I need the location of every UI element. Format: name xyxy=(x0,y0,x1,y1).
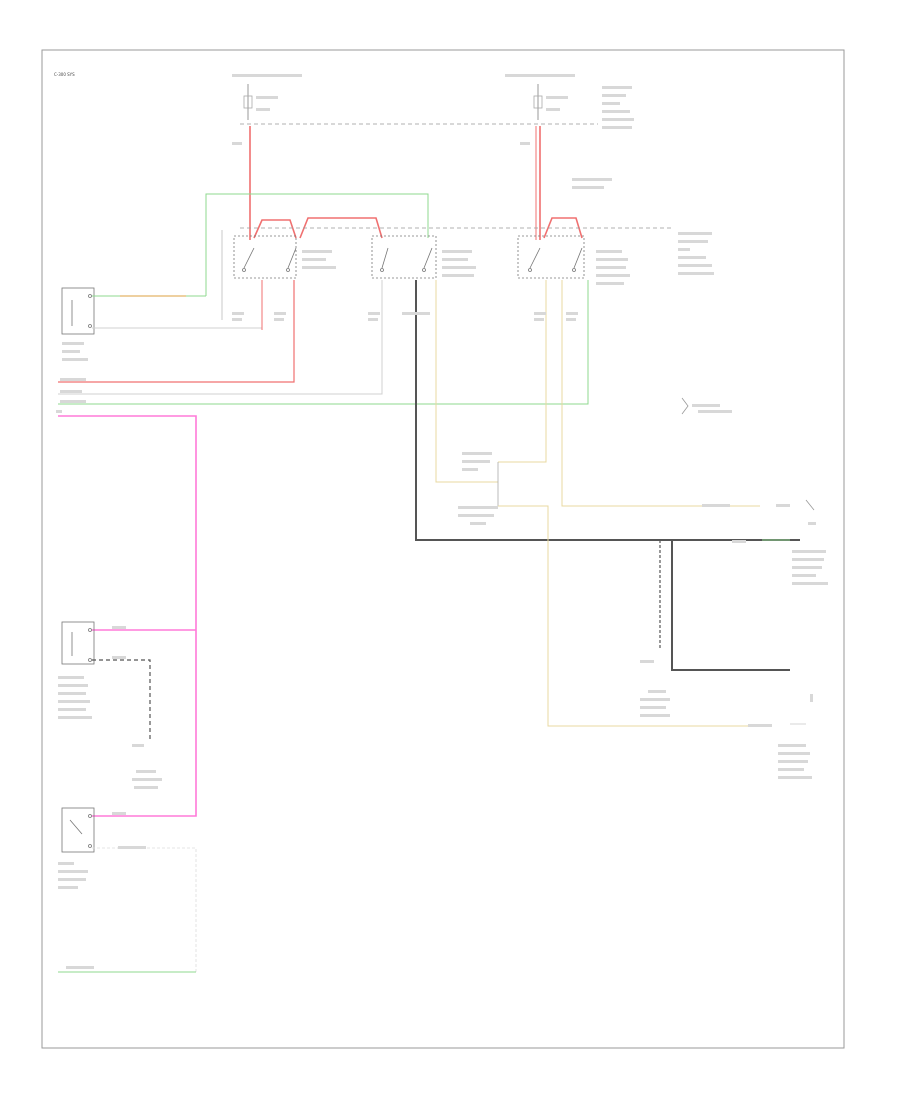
green-wire-top-loop xyxy=(205,193,429,296)
relay-output-wires xyxy=(58,280,800,541)
lower-ground-label xyxy=(132,744,162,789)
fuse-box-label xyxy=(602,86,634,129)
corner-label: C-300 SYS xyxy=(54,72,75,77)
lower-switch-2-label xyxy=(58,862,88,889)
fuse-feed-left xyxy=(232,74,302,120)
pink-wire xyxy=(58,415,197,817)
ground-g-label xyxy=(640,690,670,717)
right-connector-top xyxy=(702,499,828,585)
left-switch-connector xyxy=(61,287,95,335)
relay-left xyxy=(233,235,336,279)
lower-switch-2 xyxy=(61,807,95,853)
fuse-feed-right xyxy=(505,74,575,120)
relay-box-label xyxy=(678,232,714,275)
splice-labels xyxy=(458,452,499,525)
relay-right xyxy=(517,235,630,285)
right-connector-bottom xyxy=(748,694,813,779)
ground-label-right xyxy=(681,397,732,415)
lower-switch-1 xyxy=(61,621,95,665)
lower-switch-1-label xyxy=(58,676,92,719)
dark-gray-branch xyxy=(671,540,790,671)
fuse-label-placeholder xyxy=(232,74,302,77)
wire-color-codes xyxy=(232,312,578,321)
red-feed-wires xyxy=(249,126,583,240)
diagram-border xyxy=(41,49,845,1049)
relay-center xyxy=(371,235,476,279)
